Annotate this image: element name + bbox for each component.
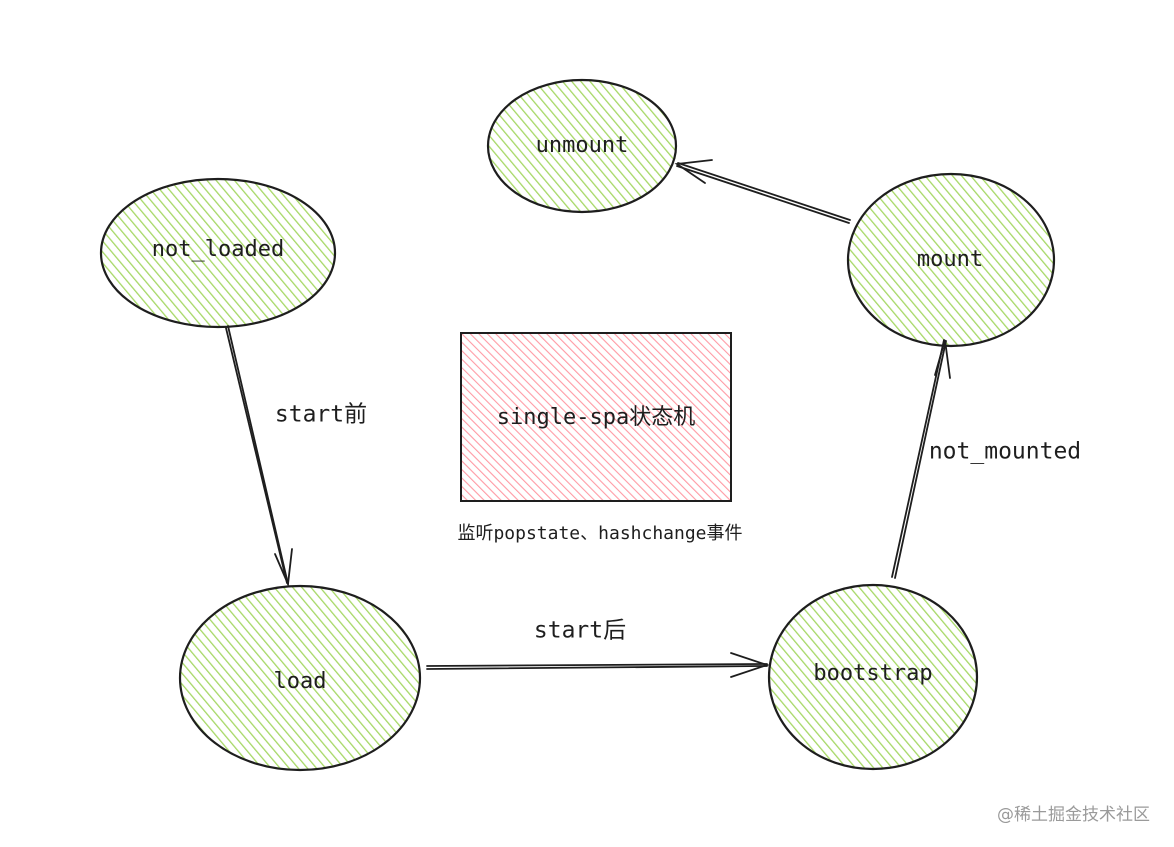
node-unmount[interactable]: unmount bbox=[486, 78, 678, 214]
edge-label-not-loaded-to-load: start前 bbox=[275, 402, 367, 428]
node-load[interactable]: load bbox=[178, 584, 422, 772]
node-label-load: load bbox=[274, 669, 327, 694]
arrow-bootstrap-to-mount bbox=[891, 339, 951, 579]
node-not-loaded[interactable]: not_loaded bbox=[99, 177, 337, 329]
node-bootstrap[interactable]: bootstrap bbox=[767, 583, 979, 771]
node-mount[interactable]: mount bbox=[846, 172, 1056, 348]
arrow-mount-to-unmount bbox=[674, 159, 851, 224]
edge-label-load-to-bootstrap: start后 bbox=[534, 618, 626, 644]
node-label-unmount: unmount bbox=[536, 133, 629, 158]
node-label-not-loaded: not_loaded bbox=[152, 237, 284, 262]
node-label-bootstrap: bootstrap bbox=[813, 661, 932, 686]
arrow-load-to-bootstrap bbox=[426, 652, 770, 678]
arrow-not-loaded-to-load bbox=[225, 325, 293, 588]
center-caption: 监听popstate、hashchange事件 bbox=[457, 523, 742, 544]
center-title: single-spa状态机 bbox=[497, 405, 695, 430]
node-label-mount: mount bbox=[917, 247, 983, 272]
watermark: @稀土掘金技术社区 bbox=[997, 805, 1150, 825]
edge-label-bootstrap-to-mount: not_mounted bbox=[929, 439, 1081, 465]
center-box: single-spa状态机 bbox=[460, 332, 732, 502]
